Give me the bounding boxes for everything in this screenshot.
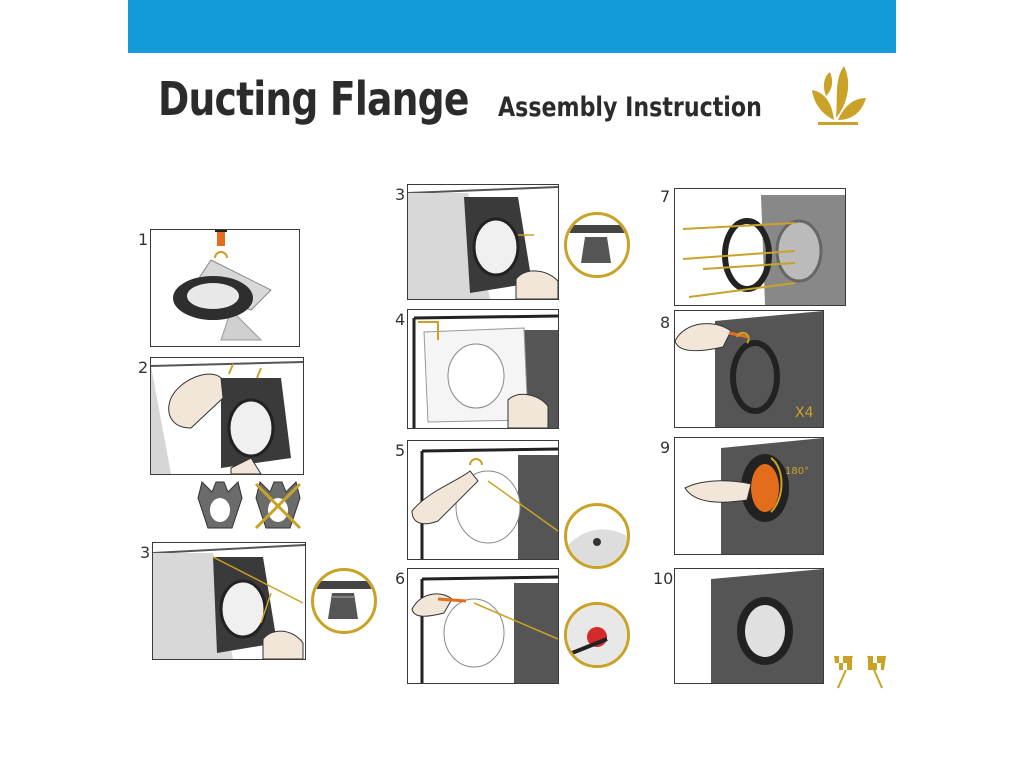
step-number-5: 5 [395,441,406,460]
detail-zoom-3a [311,568,377,634]
step-panel-4 [407,309,559,429]
step-panel-3a [152,542,306,660]
step-panel-2 [150,357,304,475]
step-panel-8: X4 [674,310,824,428]
step-number-3a: 3 [140,543,151,562]
step-number-9: 9 [660,438,671,457]
step-number-1: 1 [138,230,149,249]
title-sub: Assembly Instruction [498,92,762,123]
detail-zoom-3b [564,212,630,278]
step-panel-10 [674,568,824,684]
bracket-wrong-figure [254,481,302,530]
step-panel-9: 180° [674,437,824,555]
cross-mark-icon [254,482,302,530]
step-panel-6 [407,568,559,684]
step-number-3b: 3 [395,185,406,204]
step-number-10: 10 [653,569,674,588]
detail-zoom-5 [564,503,630,569]
bracket-correct-figure [197,481,243,529]
step-panel-7 [674,188,846,306]
step-panel-1 [150,229,300,347]
rotation-angle-label: 180° [785,466,809,477]
leaf-logo-icon [812,66,866,125]
checkered-flags-icon [834,655,886,689]
step-number-7: 7 [660,187,671,206]
detail-zoom-6 [564,602,630,668]
step-number-8: 8 [660,313,671,332]
step-number-4: 4 [395,310,406,329]
repeat-count-label: X4 [795,405,814,421]
step-panel-5 [407,440,559,560]
step-panel-3b [407,184,559,300]
step-number-2: 2 [138,358,149,377]
page-title: Ducting Flange Assembly Instruction [158,72,762,126]
title-main: Ducting Flange [158,72,469,126]
top-color-bar [128,0,896,53]
step-number-6: 6 [395,569,406,588]
